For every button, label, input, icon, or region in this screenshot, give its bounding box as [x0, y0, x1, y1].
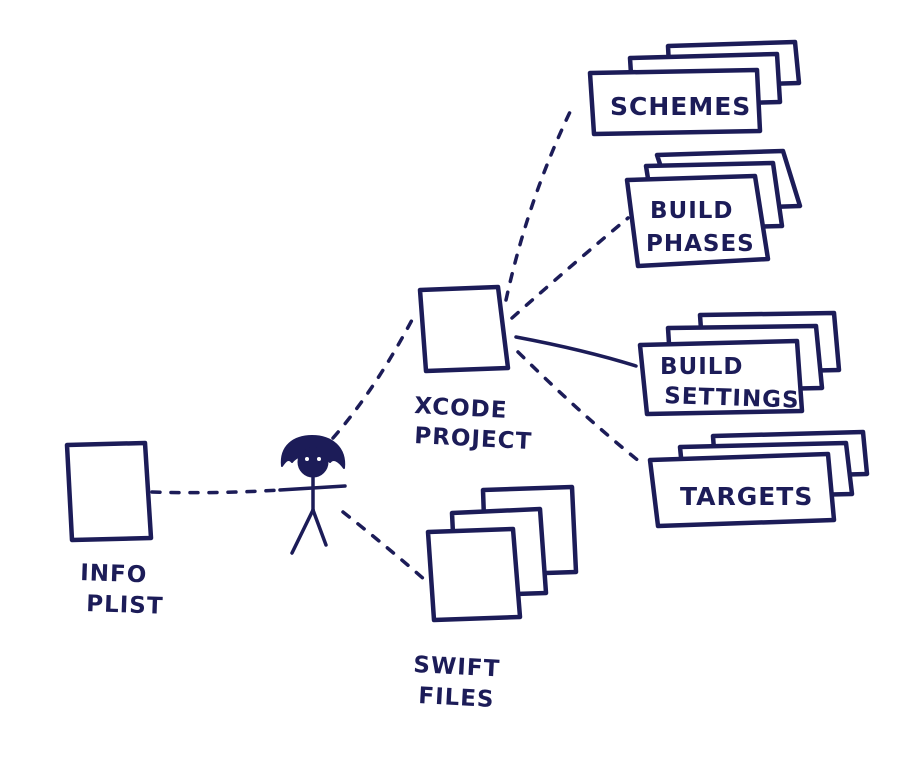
info-plist-node: INFO PLIST	[64, 440, 164, 620]
info-plist-label-line2: PLIST	[86, 591, 164, 620]
schemes-label: SCHEMES	[610, 92, 751, 121]
swift-files-label-line2: FILES	[418, 683, 495, 713]
build-phases-stack-icon	[624, 148, 803, 269]
edge-xcode-schemes	[504, 110, 572, 302]
xcode-project-label-line2: PROJECT	[414, 423, 533, 455]
swift-files-node: SWIFT FILES	[413, 484, 579, 713]
xcode-project-label-line1: XCODE	[414, 393, 508, 424]
build-settings-node: BUILD SETTINGS	[637, 310, 842, 417]
build-phases-node: BUILD PHASES	[624, 148, 803, 269]
schemes-stack-icon	[587, 39, 802, 137]
connectors	[150, 110, 642, 582]
swift-files-stack-icon	[425, 484, 579, 623]
swift-files-label-line1: SWIFT	[413, 652, 501, 683]
targets-stack-icon	[647, 429, 870, 529]
targets-node: TARGETS	[647, 429, 870, 529]
xcode-project-node: XCODE PROJECT	[414, 284, 533, 455]
build-settings-label-line1: BUILD	[660, 354, 744, 380]
build-settings-stack-icon	[637, 310, 842, 417]
developer-node	[278, 435, 347, 555]
schemes-node: SCHEMES	[587, 39, 802, 137]
build-settings-label-line2: SETTINGS	[664, 383, 800, 414]
edge-xcode-build-settings	[514, 335, 638, 368]
edge-developer-info-plist	[150, 488, 282, 495]
targets-label: TARGETS	[680, 482, 813, 511]
build-phases-label-line1: BUILD	[650, 198, 734, 224]
edge-xcode-targets	[516, 350, 642, 464]
edge-developer-swift-files	[341, 510, 427, 582]
build-phases-label-line2: PHASES	[646, 231, 755, 257]
edge-developer-xcode-project	[331, 316, 415, 440]
edge-xcode-build-phases	[510, 216, 630, 320]
stick-figure-developer-icon	[278, 435, 347, 555]
info-plist-document-icon	[64, 440, 154, 543]
info-plist-label-line1: INFO	[80, 560, 148, 588]
xcode-project-document-icon	[417, 284, 511, 374]
